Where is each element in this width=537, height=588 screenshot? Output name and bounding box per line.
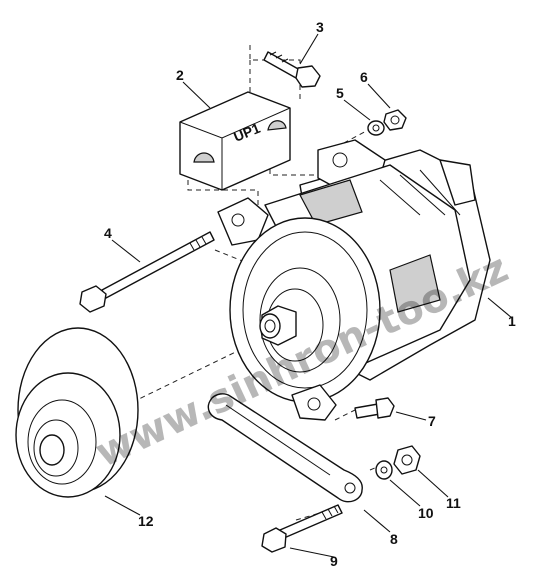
washer-5	[367, 120, 385, 136]
callout-9: 9	[330, 553, 338, 569]
callout-numbers: 1 2 3 4 5 6 7 8 9 10 11 12	[104, 19, 516, 569]
callout-6: 6	[360, 69, 368, 85]
bolt-9	[261, 504, 343, 553]
callout-11: 11	[446, 495, 461, 511]
bolt-7	[354, 397, 395, 419]
callout-10: 10	[418, 505, 434, 521]
alternator	[217, 139, 491, 421]
leader-lines	[104, 33, 513, 558]
callout-12: 12	[138, 513, 154, 529]
callout-8: 8	[390, 531, 398, 547]
nut-11	[393, 445, 421, 475]
pulley-12	[15, 327, 139, 498]
washer-10	[375, 460, 393, 480]
callout-1: 1	[508, 313, 516, 329]
callout-3: 3	[316, 19, 324, 35]
nut-6	[383, 109, 407, 131]
mounting-bracket: UP1	[179, 91, 291, 191]
adjusting-strap-8	[207, 393, 363, 503]
long-bolt-4	[79, 231, 215, 313]
bolt-3	[263, 51, 321, 88]
callout-7: 7	[428, 413, 436, 429]
callout-5: 5	[336, 85, 344, 101]
callout-2: 2	[176, 67, 184, 83]
callout-4: 4	[104, 225, 112, 241]
